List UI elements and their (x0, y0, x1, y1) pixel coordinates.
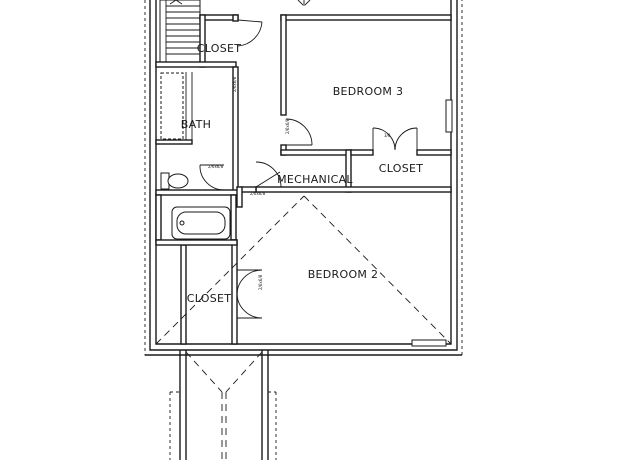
closet-top-label: CLOSET (197, 42, 242, 55)
doors (199, 19, 418, 319)
door-note: 2/6x6/8 (208, 164, 224, 169)
closet-left-label: CLOSET (187, 292, 232, 305)
bedroom2-label: BEDROOM 2 (308, 268, 379, 281)
mechanical-label: MECHANICAL (277, 173, 353, 186)
vaulted-ceiling-lines (155, 0, 452, 345)
exterior-walls (144, 0, 463, 356)
entry-extension (169, 350, 277, 460)
door-note: 3/0 (384, 133, 391, 138)
door-note: 2/6x6/8 (258, 274, 263, 290)
bath-fixtures (160, 72, 231, 240)
door-note: 2/6x6/8 (232, 76, 237, 92)
bath-label: BATH (181, 118, 211, 131)
staircase (159, 0, 201, 63)
toilet-icon (167, 173, 189, 189)
closet-right-label: CLOSET (379, 162, 424, 175)
bedroom3-label: BEDROOM 3 (333, 85, 404, 98)
door-note: 2/6x6/8 (285, 118, 290, 134)
door-note: 2/6x6/8 (250, 191, 266, 196)
